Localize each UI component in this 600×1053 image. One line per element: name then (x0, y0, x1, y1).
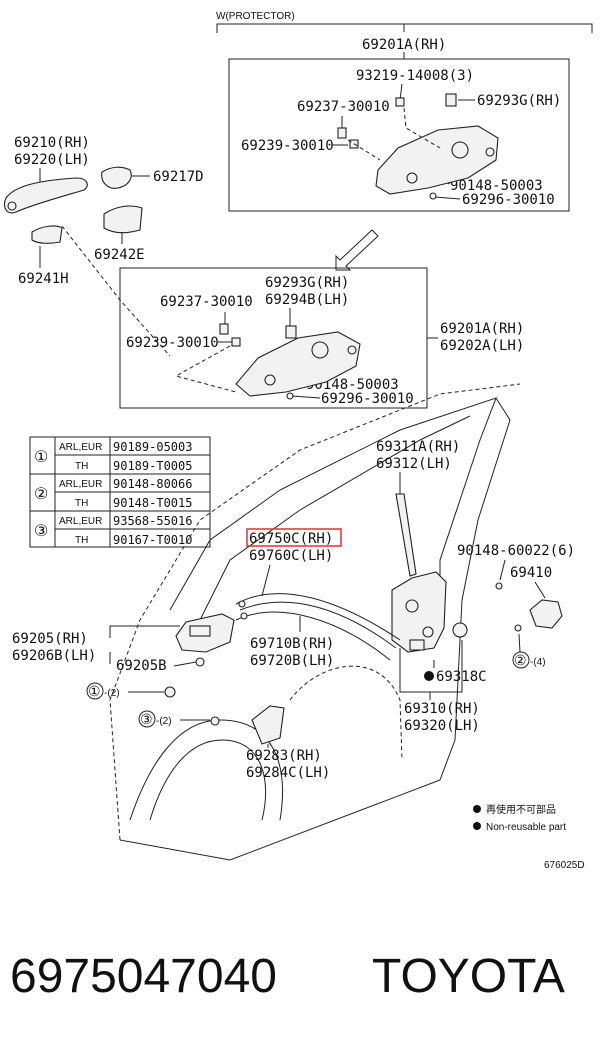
label-69750C-highlighted: 69750C(RH) (249, 531, 333, 547)
handle-pad-part (103, 205, 143, 234)
legend-line-1: 再使用不可部品 (486, 803, 556, 816)
label-69241H: 69241H (18, 271, 69, 287)
legend: 再使用不可部品 Non-reusable part (473, 803, 566, 833)
protector-label: W(PROTECTOR) (216, 11, 295, 22)
label-69284C: 69284C(LH) (246, 765, 330, 781)
striker-part (529, 599, 563, 629)
outside-handle-part (3, 177, 88, 214)
callout-circle (512, 651, 530, 669)
lock-cover-part (452, 622, 468, 638)
table-market: ARL,EUR (59, 516, 102, 527)
footer-part-number: 6975047040 (10, 950, 277, 1003)
highlight-box (246, 528, 342, 547)
callout-ref: ③ (140, 712, 153, 728)
label-93219: 93219-14008(3) (356, 68, 474, 84)
door-outline (109, 383, 521, 861)
label-69710B: 69710B(RH) (250, 636, 334, 652)
label-69202A: 69202A(LH) (440, 338, 524, 354)
cable-assembly-part (235, 593, 401, 661)
reference-table: ① ARL,EUR 90189-05003 TH 90189-T0005 ② A… (29, 436, 211, 548)
callout-circle (86, 682, 104, 700)
diagram-code: 676025D (544, 860, 585, 871)
label-69296-mid: 69296-30010 (321, 391, 414, 407)
table-market: TH (75, 535, 88, 546)
label-69720B: 69720B(LH) (250, 653, 334, 669)
top-assembly-box (228, 58, 570, 212)
callout-3: ③ -(2) (138, 710, 220, 728)
label-69210: 69210(RH) (14, 135, 90, 151)
label-90148-mid: 90148-50003 (306, 377, 399, 393)
label-69205B: 69205B (116, 658, 167, 674)
top-handle-frame-part (337, 93, 499, 200)
mid-handle-frame-part (174, 323, 361, 400)
handle-bezel-screw-part (195, 657, 205, 667)
legend-line-2: Non-reusable part (486, 822, 566, 833)
label-90148-top: 90148-50003 (450, 178, 543, 194)
table-market: TH (75, 461, 88, 472)
table-part: 93568-55016 (113, 514, 192, 528)
handle-cap-part (101, 166, 132, 189)
inside-handle-part (175, 613, 235, 653)
callout-qty: -(2) (156, 716, 172, 727)
label-69320: 69320(LH) (404, 718, 480, 734)
table-market: TH (75, 498, 88, 509)
door-panel-bracket-part (251, 705, 285, 745)
label-69310: 69310(RH) (404, 701, 480, 717)
table-part: 90148-80066 (113, 477, 192, 491)
label-69760C: 69760C(LH) (249, 548, 333, 564)
bolt-part (495, 582, 503, 590)
table-ref-3: ③ (34, 521, 48, 540)
legend-dot-icon (473, 805, 481, 813)
callout-ref: ② (514, 653, 527, 669)
table-market: ARL,EUR (59, 479, 102, 490)
label-69318C: 69318C (436, 669, 487, 685)
label-69311A: 69311A(RH) (376, 439, 460, 455)
callout-circle (138, 710, 156, 728)
callout-qty: -(4) (530, 657, 546, 668)
label-69217D: 69217D (153, 169, 204, 185)
table-part: 90189-05003 (113, 440, 192, 454)
table-ref-2: ② (34, 484, 48, 503)
label-69206B: 69206B(LH) (12, 648, 96, 664)
table-part: 90148-T0015 (113, 496, 192, 510)
handle-gasket-part (31, 225, 63, 244)
label-69239-mid: 69239-30010 (126, 335, 219, 351)
label-90148-60022: 90148-60022(6) (457, 543, 575, 559)
door-lock-assembly-part (391, 571, 447, 653)
callout-qty: -(2) (104, 688, 120, 699)
label-69296-top: 69296-30010 (462, 192, 555, 208)
label-69283: 69283(RH) (246, 748, 322, 764)
label-69293G-top: 69293G(RH) (477, 93, 561, 109)
callout-1: ① -(2) (86, 682, 176, 700)
label-69312: 69312(LH) (376, 456, 452, 472)
label-69220: 69220(LH) (14, 152, 90, 168)
table-part: 90189-T0005 (113, 459, 192, 473)
callout-ref: ① (88, 684, 101, 700)
label-69205-bracket (109, 625, 180, 664)
label-69294B: 69294B(LH) (265, 292, 349, 308)
table-ref-1: ① (34, 447, 48, 466)
label-69205: 69205(RH) (12, 631, 88, 647)
label-69242E: 69242E (94, 247, 145, 263)
label-69237-mid: 69237-30010 (160, 294, 253, 310)
label-69410: 69410 (510, 565, 552, 581)
label-69239-top: 69239-30010 (241, 138, 334, 154)
lock-rod-part (395, 493, 417, 577)
label-69293G-mid: 69293G(RH) (265, 275, 349, 291)
direction-arrow-icon (335, 229, 379, 271)
non-reusable-marker-icon (424, 671, 434, 681)
table-part: 90167-T0010 (113, 533, 192, 547)
label-69237-top: 69237-30010 (297, 99, 390, 115)
callout-2: ② -(4) (512, 633, 546, 669)
label-69201A-mid: 69201A(RH) (440, 321, 524, 337)
screw-part (514, 624, 522, 632)
table-market: ARL,EUR (59, 442, 102, 453)
lock-bracket (399, 640, 463, 693)
footer-brand: TOYOTA (372, 950, 565, 1003)
label-69201A-top: 69201A(RH) (362, 37, 446, 53)
legend-dot-icon (473, 822, 481, 830)
